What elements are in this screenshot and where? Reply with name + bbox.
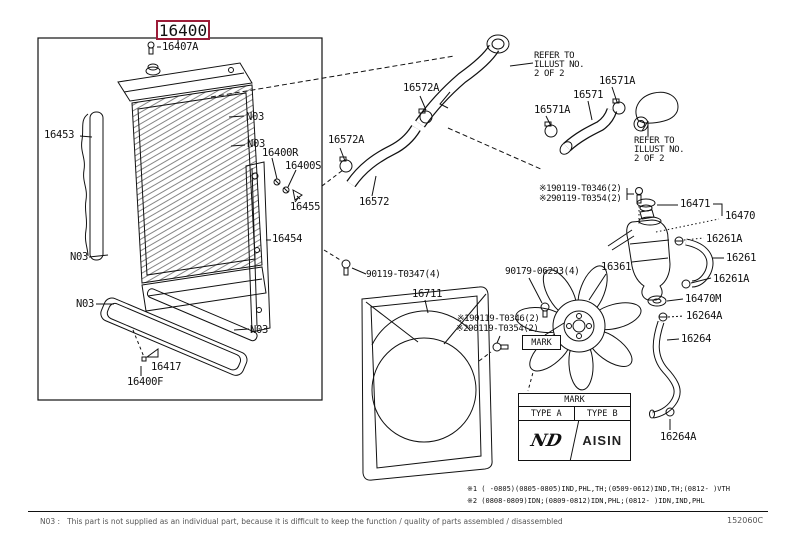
part-label-16264[interactable]: 16264 bbox=[681, 333, 712, 345]
n03-label-2[interactable]: N03 bbox=[247, 138, 266, 150]
part-label-16417[interactable]: 16417 bbox=[151, 361, 182, 373]
fan-art bbox=[515, 265, 642, 391]
part-label-16400S[interactable]: 16400S bbox=[285, 160, 322, 172]
footer-note-text: This part is not supplied as an individu… bbox=[67, 517, 563, 526]
part-label-16454[interactable]: 16454 bbox=[272, 233, 303, 245]
part-label-16455[interactable]: 16455 bbox=[290, 201, 321, 213]
sub-note-t0354-1[interactable]: ※290119-T0354(2) bbox=[539, 194, 622, 204]
part-label-16572A-1[interactable]: 16572A bbox=[328, 134, 365, 146]
type-b-logo: AISIN bbox=[582, 433, 623, 448]
part-label-16264A-2[interactable]: 16264A bbox=[660, 431, 697, 443]
n03-label-1[interactable]: N03 bbox=[246, 111, 265, 123]
footer-note: N03 : This part is not supplied as an ind… bbox=[40, 517, 563, 526]
fan-shroud-art bbox=[341, 259, 509, 481]
part-label-16571[interactable]: 16571 bbox=[573, 89, 604, 101]
part-label-16361[interactable]: 16361 bbox=[601, 261, 632, 273]
footnote-line2: ※2 (0808-0809)IDN;(0809-0812)IDN,PHL;(08… bbox=[467, 497, 705, 505]
refer-note-right-line1: REFER TO bbox=[634, 136, 675, 146]
reservoir-art bbox=[607, 187, 724, 430]
figure-code: 152060C bbox=[727, 516, 764, 525]
part-label-16453[interactable]: 16453 bbox=[44, 129, 75, 141]
part-label-16400R[interactable]: 16400R bbox=[262, 147, 299, 159]
mark-table-type-b: TYPE B bbox=[574, 407, 630, 421]
mark-table-type-a: TYPE A bbox=[519, 407, 575, 421]
sub-note-t0346-2[interactable]: ※190119-T0346(2) bbox=[457, 314, 540, 324]
mark-callout-box: MARK bbox=[522, 335, 561, 350]
part-label-90119-T0347[interactable]: 90119-T0347(4) bbox=[366, 269, 441, 280]
refer-note-top-line2: ILLUST NO. bbox=[534, 60, 585, 70]
part-label-16572A-2[interactable]: 16572A bbox=[403, 82, 440, 94]
refer-note-right-line3: 2 OF 2 bbox=[634, 154, 665, 164]
sub-note-t0354-2[interactable]: ※290119-T0354(2) bbox=[456, 324, 539, 334]
mark-table-header: MARK bbox=[519, 394, 630, 407]
part-label-16470M[interactable]: 16470M bbox=[685, 293, 722, 305]
n03-label-5[interactable]: N03 bbox=[250, 324, 269, 336]
part-label-90179-06293[interactable]: 90179-06293(4) bbox=[505, 266, 580, 277]
footer-note-prefix: N03 : bbox=[40, 517, 61, 526]
refer-note-top-line3: 2 OF 2 bbox=[534, 69, 565, 79]
n03-label-3[interactable]: N03 bbox=[70, 251, 89, 263]
part-label-16571A-2[interactable]: 16571A bbox=[599, 75, 636, 87]
mark-callout-label: MARK bbox=[531, 337, 552, 348]
footnote-line1: ※1 ( -0805)(0805-0805)IND,PHL,TH;(0509-0… bbox=[467, 485, 730, 493]
part-label-16400F[interactable]: 16400F bbox=[127, 376, 164, 388]
part-label-16711[interactable]: 16711 bbox=[412, 288, 443, 300]
type-a-logo: ND bbox=[514, 421, 579, 460]
part-label-16264A-1[interactable]: 16264A bbox=[686, 310, 723, 322]
part-label-16571A-1[interactable]: 16571A bbox=[534, 104, 571, 116]
part-label-16471[interactable]: 16471 bbox=[680, 198, 711, 210]
part-label-16572[interactable]: 16572 bbox=[359, 196, 390, 208]
mark-type-table: MARK TYPE A TYPE B ND AISIN bbox=[514, 393, 631, 461]
n03-label-4[interactable]: N03 bbox=[76, 298, 95, 310]
refer-note-right-line2: ILLUST NO. bbox=[634, 145, 685, 155]
footer-divider bbox=[28, 511, 768, 512]
part-label-16261A-1[interactable]: 16261A bbox=[706, 233, 743, 245]
part-label-16261[interactable]: 16261 bbox=[726, 252, 757, 264]
part-label-16470[interactable]: 16470 bbox=[725, 210, 756, 222]
dashed-leader-lines bbox=[210, 55, 544, 392]
assembly-number-box[interactable]: 16400 bbox=[156, 20, 210, 40]
part-label-16407A[interactable]: 16407A bbox=[162, 41, 199, 53]
assembly-number: 16400 bbox=[158, 20, 208, 40]
refer-note-top-line1: REFER TO bbox=[534, 51, 575, 61]
radiator-assembly-art bbox=[37, 37, 323, 401]
hose-art-middle bbox=[339, 34, 679, 197]
part-label-16261A-2[interactable]: 16261A bbox=[713, 273, 750, 285]
sub-note-t0346-1[interactable]: ※190119-T0346(2) bbox=[539, 184, 622, 194]
